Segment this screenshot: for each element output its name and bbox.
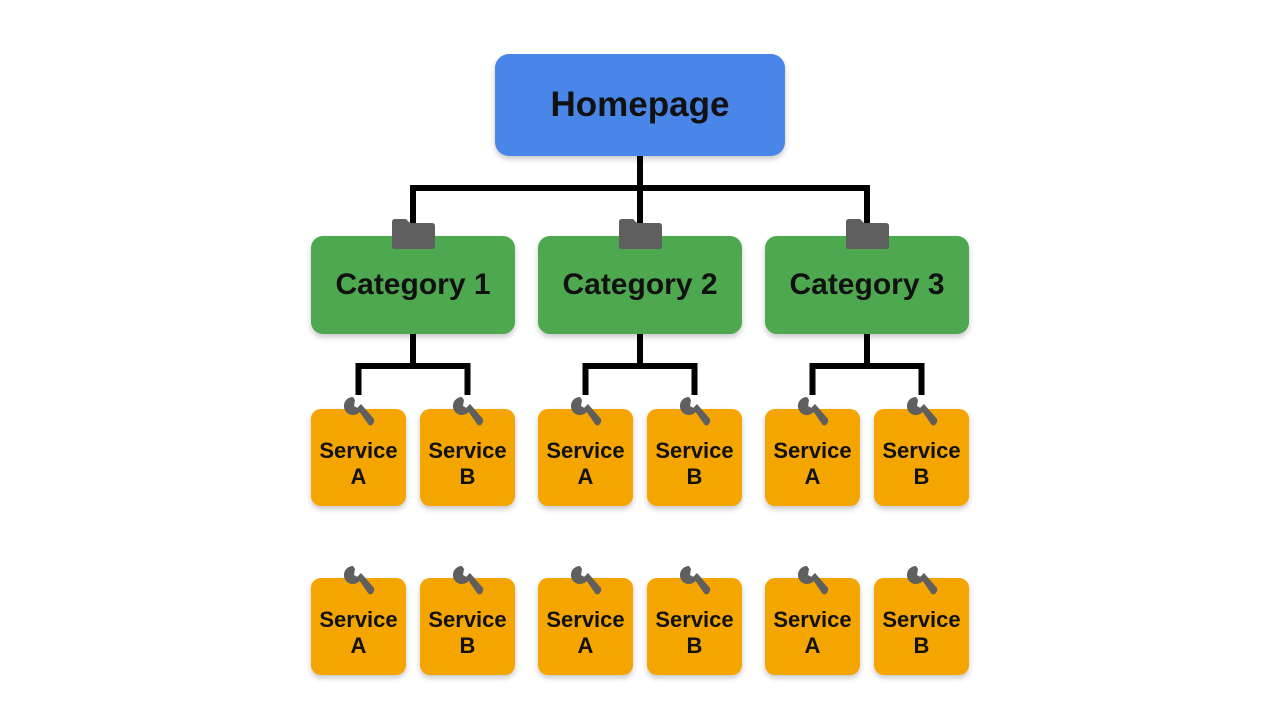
service-label-line1: Service: [655, 437, 734, 463]
wrench-icon: [570, 396, 601, 426]
wrench-icon: [679, 565, 710, 595]
wrench-icon: [452, 396, 483, 426]
wrench-icon: [343, 565, 374, 595]
service-label-line1: Service: [319, 437, 398, 463]
service-label-line2: B: [459, 463, 476, 489]
service-label-line2: A: [804, 632, 821, 658]
service-label-line2: B: [686, 632, 703, 658]
wrench-icon: [570, 565, 601, 595]
homepage-node: Homepage: [495, 54, 785, 156]
service-label-line1: Service: [773, 437, 852, 463]
service-label-line1: Service: [882, 437, 961, 463]
category-label: Category 3: [789, 268, 945, 301]
folder-icon: [846, 219, 889, 249]
service-label-line1: Service: [655, 606, 734, 632]
service-label-line1: Service: [319, 606, 398, 632]
category-node-3: Category 3: [765, 236, 969, 334]
wrench-icon: [906, 565, 937, 595]
service-label-line2: B: [686, 463, 703, 489]
service-label-line2: B: [913, 632, 930, 658]
wrench-icon: [797, 396, 828, 426]
service-label-line1: Service: [546, 437, 625, 463]
category-label: Category 1: [335, 268, 491, 301]
service-label-line2: B: [459, 632, 476, 658]
category-node-2: Category 2: [538, 236, 742, 334]
service-label-line1: Service: [546, 606, 625, 632]
folder-icon: [619, 219, 662, 249]
folder-icon: [392, 219, 435, 249]
wrench-icon: [906, 396, 937, 426]
wrench-icon: [343, 396, 374, 426]
service-label-line1: Service: [773, 606, 852, 632]
service-label-line1: Service: [428, 437, 507, 463]
category-label: Category 2: [562, 268, 718, 301]
wrench-icon: [452, 565, 483, 595]
service-label-line2: A: [577, 463, 594, 489]
service-label-line2: B: [913, 463, 930, 489]
homepage-label: Homepage: [550, 85, 730, 124]
service-label-line2: A: [804, 463, 821, 489]
wrench-icon: [797, 565, 828, 595]
service-label-line1: Service: [882, 606, 961, 632]
service-label-line2: A: [350, 632, 367, 658]
service-label-line2: A: [577, 632, 594, 658]
category-node-1: Category 1: [311, 236, 515, 334]
wrench-icon: [679, 396, 710, 426]
service-label-line1: Service: [428, 606, 507, 632]
service-label-line2: A: [350, 463, 367, 489]
